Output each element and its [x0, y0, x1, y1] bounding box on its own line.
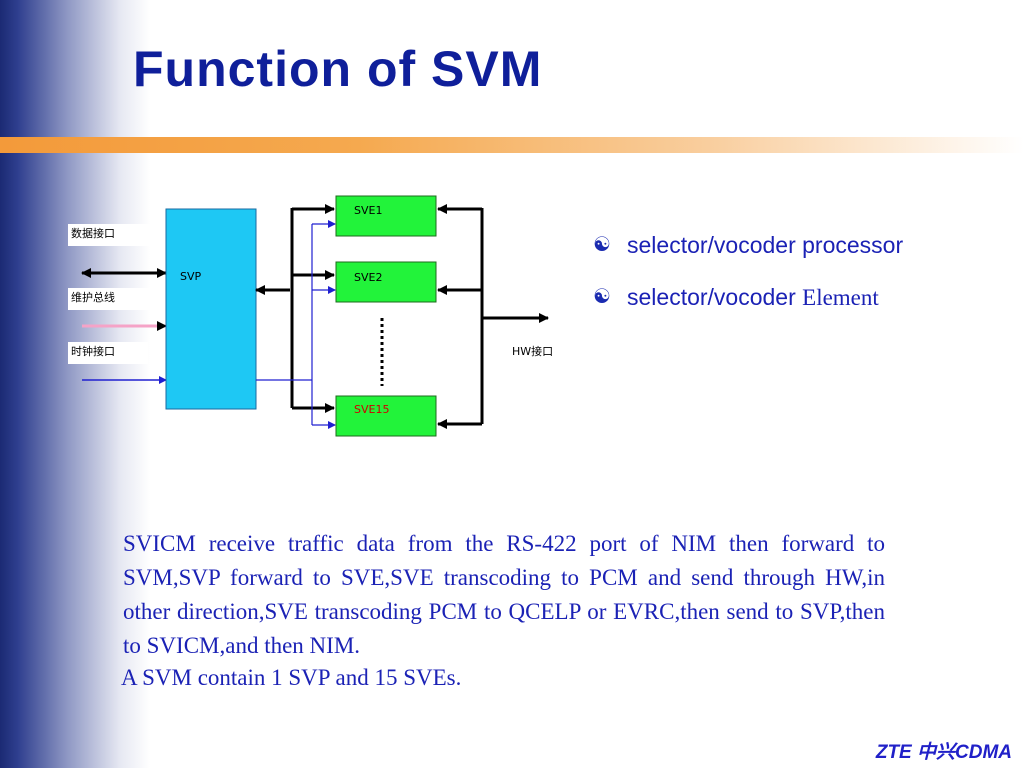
description-paragraph: SVICM receive traffic data from the RS-4… — [123, 531, 885, 658]
sve2-label: SVE2 — [354, 271, 382, 284]
sve1-label: SVE1 — [354, 204, 382, 217]
svp-block — [165, 208, 257, 410]
interface-label-maint: 维护总线 — [71, 290, 115, 304]
bullet-text-main: selector/vocoder — [627, 284, 803, 310]
sve2-block — [335, 261, 437, 303]
interface-label-data: 数据接口 — [71, 226, 115, 240]
sve15-label: SVE15 — [354, 403, 389, 416]
title-underline-bar — [0, 137, 1024, 153]
bullet-item: ☯ selector/vocoder processor — [593, 228, 903, 280]
svp-label: SVP — [180, 270, 202, 283]
interface-box-data — [68, 224, 156, 246]
bullet-text: selector/vocoder Element — [627, 280, 879, 315]
interface-label-clock: 时钟接口 — [71, 344, 115, 358]
bullet-item: ☯ selector/vocoder Element — [593, 280, 903, 332]
footer-brand: ZTE 中兴CDMA — [875, 742, 1012, 763]
yin-yang-icon: ☯ — [593, 234, 611, 256]
sve15-block — [335, 395, 437, 437]
hw-label: HW接口 — [512, 345, 553, 358]
sve1-block — [335, 195, 437, 237]
interface-box-maint — [68, 288, 156, 310]
interface-box-clock — [68, 342, 148, 364]
left-gradient-band — [0, 0, 150, 768]
bullet-list: ☯ selector/vocoder processor ☯ selector/… — [593, 228, 903, 332]
bullet-text-suffix: Element — [802, 285, 879, 310]
slide-title: Function of SVM — [133, 41, 543, 97]
summary-sentence: A SVM contain 1 SVP and 15 SVEs. — [121, 665, 462, 690]
bullet-text: selector/vocoder processor — [627, 232, 904, 258]
yin-yang-icon: ☯ — [593, 286, 611, 308]
